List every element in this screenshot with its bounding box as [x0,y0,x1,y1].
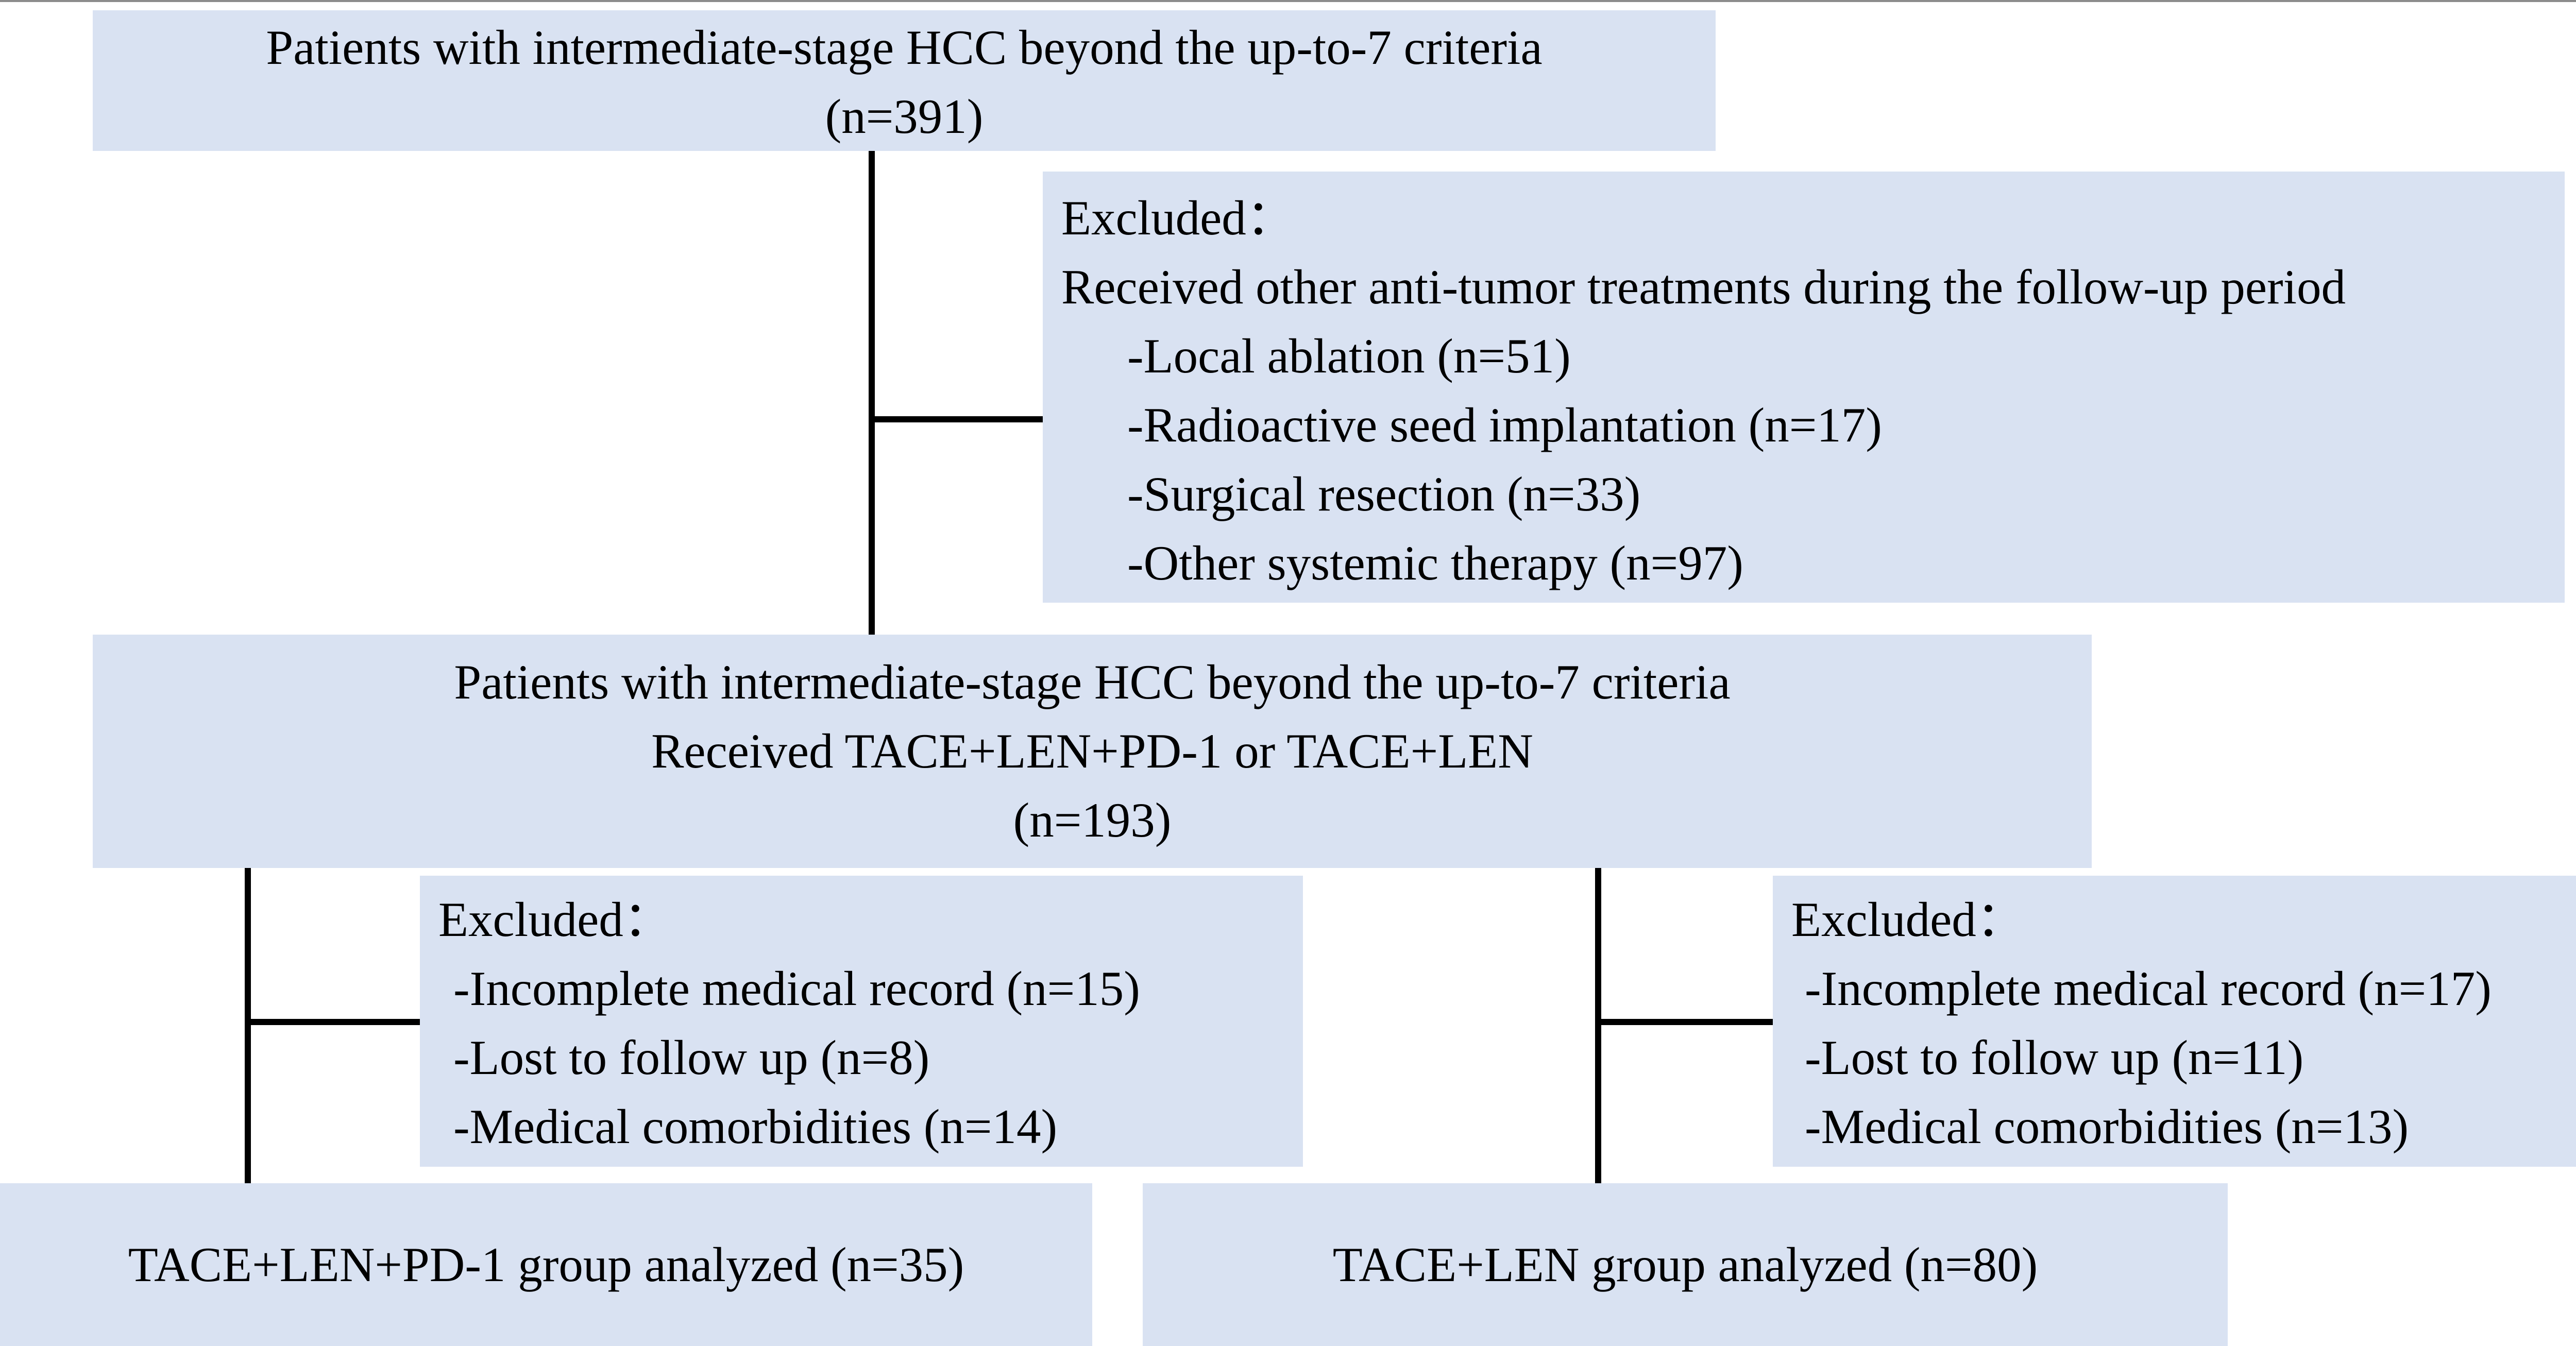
initial-cohort-title: Patients with intermediate-stage HCC bey… [266,20,1543,75]
exclusion-right-item: -Lost to follow up (n=11) [1805,1030,2304,1085]
initial-cohort-count: (n=391) [825,89,984,144]
exclusion-left-heading: Excluded： [438,892,672,947]
treated-cohort-treatment: Received TACE+LEN+PD-1 or TACE+LEN [651,724,1533,778]
exclusion-main-reason: Received other anti-tumor treatments dur… [1061,260,2346,314]
exclusion-right-box: Excluded： -Incomplete medical record (n=… [1773,876,2576,1167]
exclusion-main-box: Excluded： Received other anti-tumor trea… [1043,172,2565,603]
connector-to-exclusion-right [1595,1019,1773,1025]
initial-cohort-box: Patients with intermediate-stage HCC bey… [93,10,1716,151]
treated-cohort-count: (n=193) [1013,793,1172,847]
top-border [0,0,2576,2]
exclusion-right-item: -Medical comorbidities (n=13) [1805,1099,2409,1154]
exclusion-main-item: -Radioactive seed implantation (n=17) [1127,398,1882,452]
group-right-box: TACE+LEN group analyzed (n=80) [1143,1183,2228,1346]
connector-to-exclusion-main [869,416,1043,422]
exclusion-right-heading: Excluded： [1791,892,2025,947]
exclusion-left-box: Excluded： -Incomplete medical record (n=… [420,876,1303,1167]
exclusion-main-item: -Surgical resection (n=33) [1127,467,1641,521]
connector-to-exclusion-left [245,1019,420,1025]
exclusion-left-item: -Incomplete medical record (n=15) [453,961,1140,1016]
group-left-box: TACE+LEN+PD-1 group analyzed (n=35) [0,1183,1092,1346]
connector-right-branch [1595,868,1601,1183]
exclusion-left-item: -Medical comorbidities (n=14) [453,1099,1058,1154]
exclusion-main-item: -Other systemic therapy (n=97) [1127,536,1743,590]
connector-left-branch [245,868,251,1183]
connector-initial-to-treated [869,149,875,635]
exclusion-left-item: -Lost to follow up (n=8) [453,1030,930,1085]
exclusion-main-heading: Excluded： [1061,191,1295,245]
treated-cohort-box: Patients with intermediate-stage HCC bey… [93,635,2092,868]
group-left-label: TACE+LEN+PD-1 group analyzed (n=35) [128,1237,964,1292]
group-right-label: TACE+LEN group analyzed (n=80) [1332,1237,2038,1292]
treated-cohort-title: Patients with intermediate-stage HCC bey… [454,655,1731,709]
exclusion-main-item: -Local ablation (n=51) [1127,329,1571,383]
exclusion-right-item: -Incomplete medical record (n=17) [1805,961,2492,1016]
